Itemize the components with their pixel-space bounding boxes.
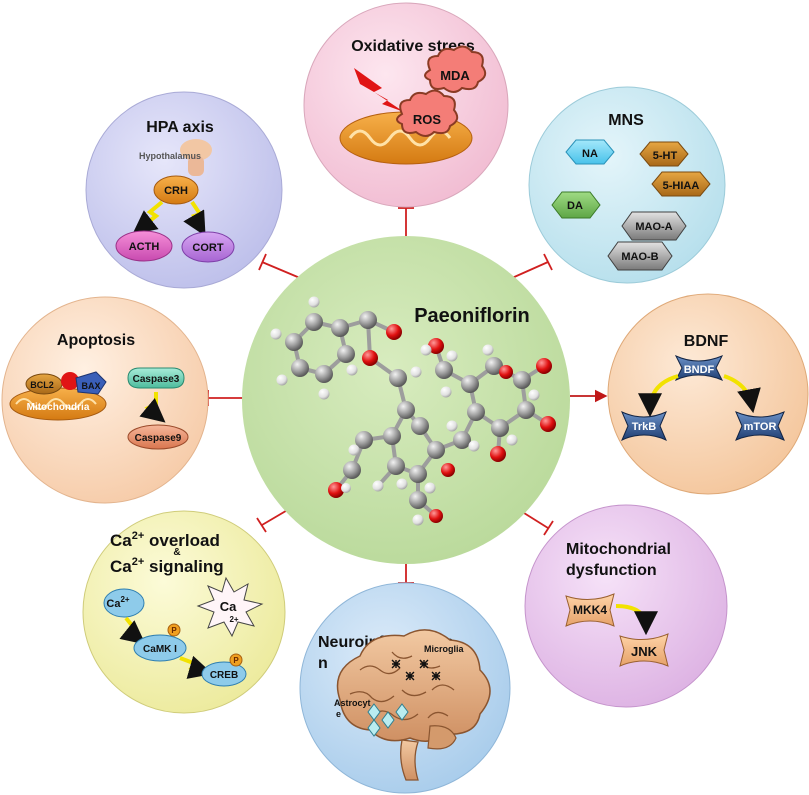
casp3-to-casp9-arrow bbox=[139, 392, 166, 423]
ros-badge: ROS bbox=[396, 89, 459, 137]
cort-shape bbox=[181, 231, 235, 263]
creb-label: CREB bbox=[210, 670, 238, 681]
creb-shape bbox=[201, 661, 247, 687]
bcl2-label: BCL2 bbox=[30, 380, 54, 390]
da-shape bbox=[551, 191, 601, 219]
bndf-shape bbox=[674, 354, 724, 382]
maob-label: MAO-B bbox=[621, 251, 658, 263]
trkb-shape bbox=[621, 411, 667, 441]
molecule-icon bbox=[270, 296, 556, 526]
bax-bind-dot bbox=[61, 372, 79, 390]
cort-label: CORT bbox=[192, 242, 223, 254]
hypothalamus-label: Hypothalamus bbox=[139, 151, 201, 161]
maoa-shape bbox=[621, 211, 687, 241]
neuroinflammation-node: Neuroinflammatio n Microglia Astrocyt e bbox=[299, 582, 511, 794]
hpa-axis-node: HPA axis Hypothalamus CRH ACTH CORT bbox=[85, 91, 283, 289]
caspase9-shape bbox=[127, 424, 189, 450]
mtor-shape bbox=[735, 411, 785, 441]
ca-starburst-sup: 2+ bbox=[229, 615, 238, 624]
jnk-shape bbox=[619, 633, 669, 667]
crh-label: CRH bbox=[164, 185, 188, 197]
5hiaa-shape bbox=[651, 171, 711, 197]
hypothalamus-icon bbox=[180, 139, 212, 176]
maoa-label: MAO-A bbox=[635, 221, 672, 233]
ca-ion-label: Ca2+ bbox=[106, 595, 130, 610]
microglia-icon bbox=[391, 659, 441, 681]
da-label: DA bbox=[567, 200, 583, 212]
center-circle bbox=[242, 236, 570, 564]
camk-shape bbox=[133, 634, 187, 662]
neuro-title-line2: n bbox=[318, 655, 328, 672]
apoptosis-node: Apoptosis Mitochondria BCL2 BAX Caspase3… bbox=[1, 296, 209, 504]
lightning-icon bbox=[354, 68, 404, 112]
bndf-label: BNDF bbox=[684, 364, 715, 376]
ca-to-camk-arrow bbox=[119, 616, 146, 645]
acth-label: ACTH bbox=[129, 241, 160, 253]
bdnf-circle bbox=[607, 293, 809, 495]
na-shape bbox=[565, 139, 615, 165]
center-title: Paeoniflorin bbox=[414, 305, 530, 327]
jnk-label: JNK bbox=[631, 644, 658, 659]
bdnf-title: BDNF bbox=[684, 333, 729, 350]
creb-phospho-label: P bbox=[233, 656, 239, 665]
crh-to-cort-arrow bbox=[183, 200, 206, 237]
calcium-title-line1: Ca2+ overload bbox=[110, 530, 220, 550]
mitochondria-label: Mitochondria bbox=[27, 402, 90, 413]
inhibit-hpa bbox=[258, 253, 301, 279]
bax-shape bbox=[75, 371, 107, 395]
center-node: Paeoniflorin bbox=[242, 236, 570, 564]
mda-label: MDA bbox=[440, 68, 470, 83]
inhibit-apoptosis bbox=[207, 390, 243, 406]
calcium-title-amp: & bbox=[173, 547, 180, 558]
na-label: NA bbox=[582, 148, 598, 160]
creb-phospho-icon bbox=[229, 653, 243, 667]
mkk4-shape bbox=[565, 593, 615, 627]
ca-starburst-icon bbox=[196, 576, 264, 638]
mns-node: MNS NA 5-HT 5-HIAA DA MAO-A MAO-B bbox=[528, 86, 726, 284]
bndf-to-trkb-arrow bbox=[638, 374, 679, 418]
caspase9-label: Caspase9 bbox=[135, 433, 182, 444]
mns-title: MNS bbox=[608, 112, 644, 129]
maob-shape bbox=[607, 241, 673, 271]
caspase3-shape bbox=[127, 367, 185, 389]
acth-shape bbox=[115, 230, 173, 262]
crh-to-acth-arrow bbox=[132, 200, 164, 235]
mda-badge: MDA bbox=[424, 45, 487, 93]
astrocyte-label-2: e bbox=[336, 709, 341, 719]
oxidative-stress-node: Oxidative stress MDA ROS bbox=[303, 2, 509, 208]
ca-ion-shape bbox=[103, 588, 145, 618]
microglia-label: Microglia bbox=[424, 644, 465, 654]
camk-to-creb-arrow bbox=[179, 655, 213, 679]
mito-title-line2: dysfunction bbox=[566, 562, 657, 579]
crh-shape bbox=[153, 175, 199, 205]
inhibit-mns bbox=[511, 253, 553, 279]
mkk4-label: MKK4 bbox=[573, 603, 607, 617]
5ht-shape bbox=[639, 141, 689, 167]
mito-title-line1: Mitochondrial bbox=[566, 541, 671, 558]
bdnf-node: BDNF BNDF TrkB mTOR bbox=[607, 293, 809, 495]
mtor-label: mTOR bbox=[744, 421, 777, 433]
5ht-label: 5-HT bbox=[653, 150, 678, 162]
bndf-to-mtor-arrow bbox=[723, 374, 761, 414]
camk-phospho-label: P bbox=[171, 626, 177, 635]
ca-starburst-label: Ca bbox=[220, 599, 237, 614]
camk-label: CaMK I bbox=[143, 644, 177, 655]
calcium-title-line2: Ca2+ signaling bbox=[110, 556, 224, 576]
mkk4-to-jnk-arrow bbox=[615, 604, 658, 636]
bax-label: BAX bbox=[81, 381, 100, 391]
apoptosis-title: Apoptosis bbox=[57, 332, 135, 349]
trkb-label: TrkB bbox=[632, 421, 657, 433]
astrocyte-label-1: Astrocyt bbox=[334, 698, 371, 708]
camk-phospho-icon bbox=[167, 623, 181, 637]
astrocyte-icon bbox=[367, 703, 409, 737]
hpa-title: HPA axis bbox=[146, 119, 214, 136]
ros-label: ROS bbox=[413, 112, 442, 127]
caspase3-label: Caspase3 bbox=[133, 374, 180, 385]
calcium-node: Ca2+ overload & Ca2+ signaling Ca2+ CaMK… bbox=[82, 510, 286, 714]
mito-dysfunction-node: Mitochondrial dysfunction MKK4 JNK bbox=[524, 504, 728, 708]
5hiaa-label: 5-HIAA bbox=[663, 180, 700, 192]
